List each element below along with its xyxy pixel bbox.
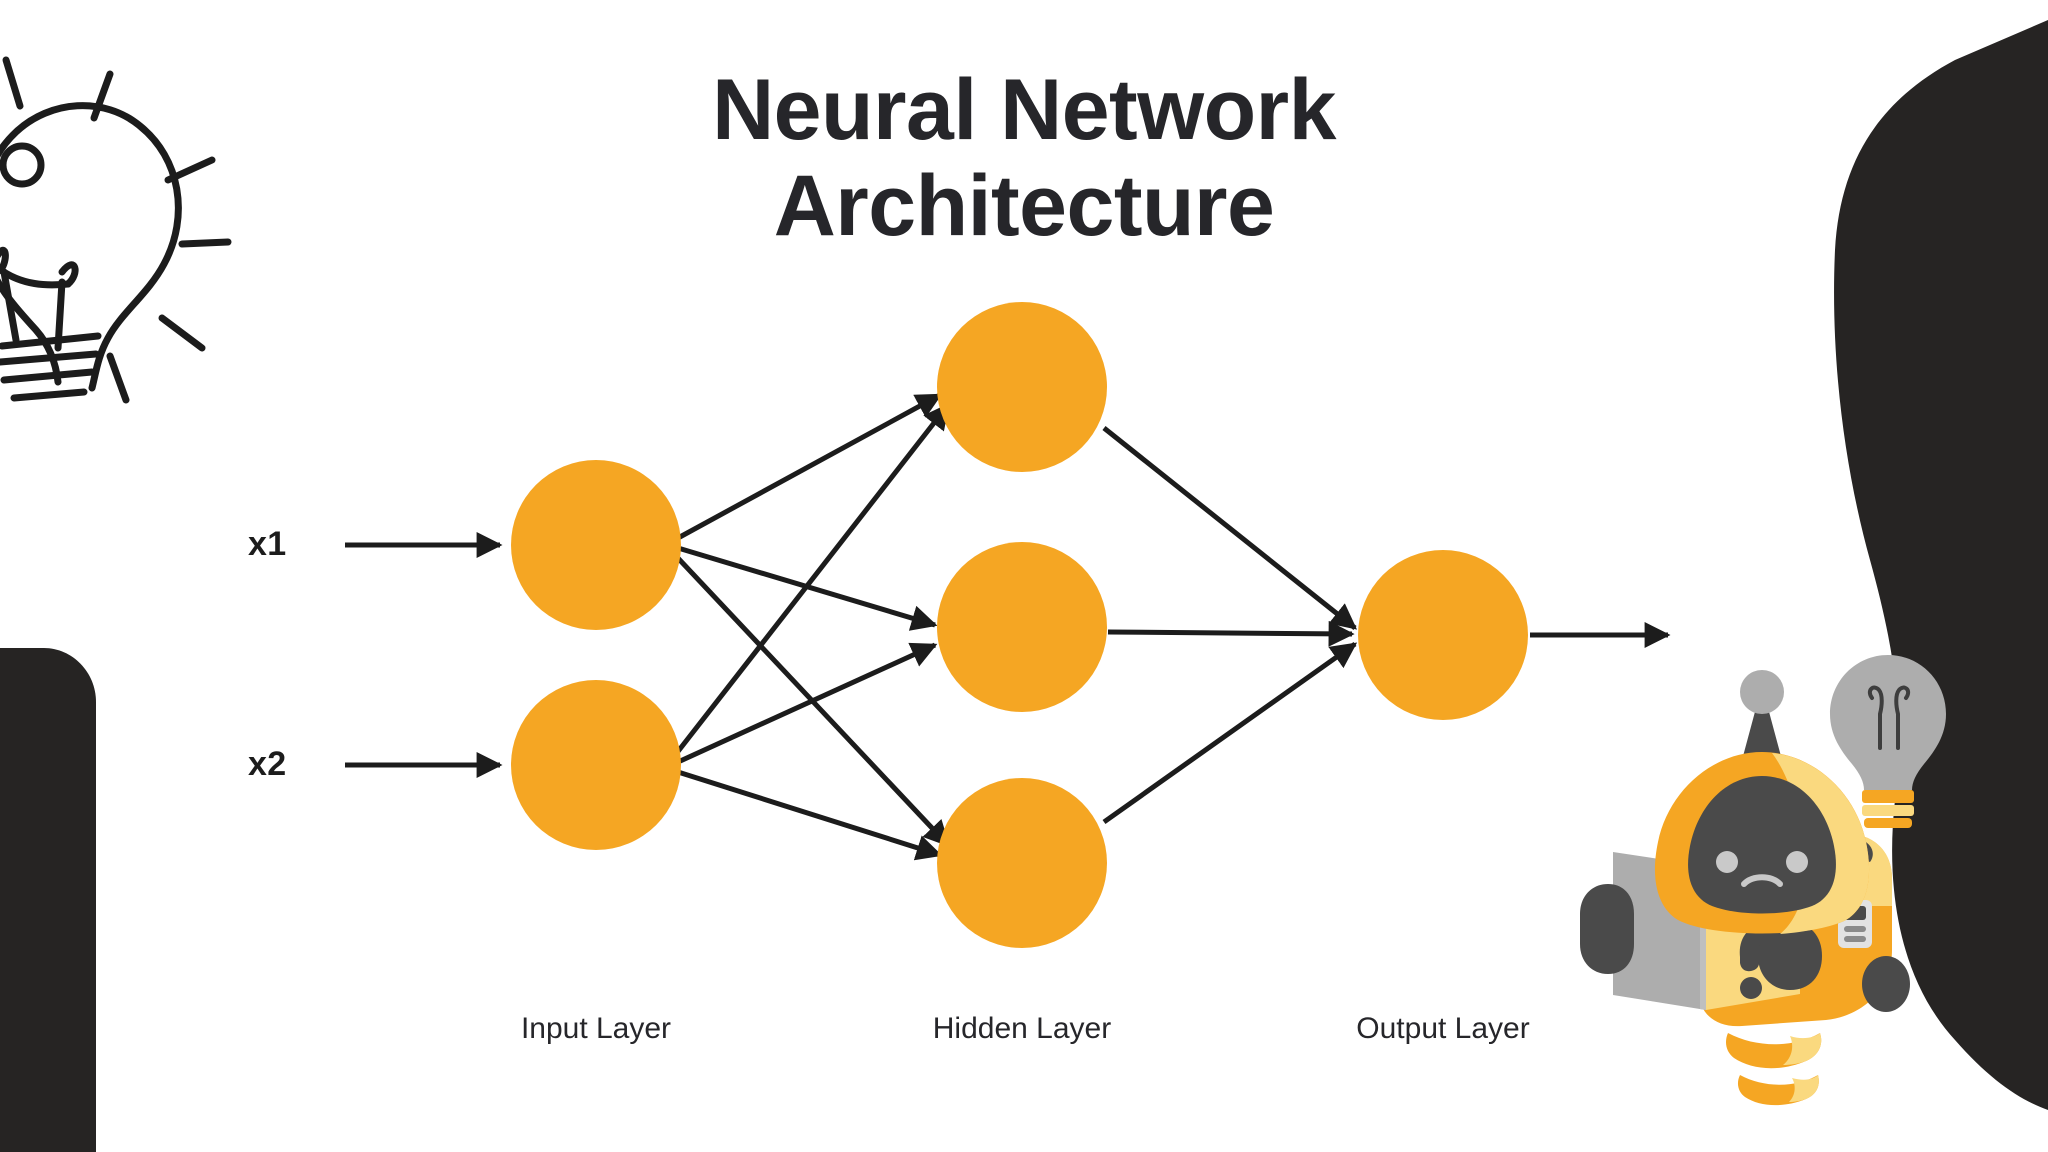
- robot-eye-left: [1716, 851, 1738, 873]
- input-label-x2: x2: [248, 745, 287, 783]
- robot-head: [1654, 670, 1870, 934]
- edge-h2-o1: [1107, 620, 1355, 647]
- robot-antenna-ball: [1740, 670, 1784, 714]
- edge-i2-h2: [676, 642, 938, 765]
- caption-output-layer: Output Layer: [1356, 1012, 1530, 1045]
- gray-lightbulb-icon: [1830, 655, 1946, 828]
- robot-mouth: [1741, 874, 1783, 887]
- node-hidden-2[interactable]: [937, 542, 1107, 712]
- edge-h3-o1: [1102, 641, 1358, 825]
- node-input-2[interactable]: [511, 680, 681, 850]
- edge-i1-h1: [676, 392, 943, 541]
- node-input-1[interactable]: [511, 460, 681, 630]
- robot-thruster-glow: [1726, 1033, 1822, 1106]
- robot-antenna: [1742, 708, 1782, 760]
- caption-hidden-layer: Hidden Layer: [932, 1012, 1112, 1045]
- dark-blob-right-shape: [1834, 20, 2048, 1110]
- node-output-1[interactable]: [1358, 550, 1528, 720]
- lightbulb-base: [1862, 790, 1914, 803]
- dark-blob-left-shape: [0, 648, 96, 1152]
- title-line-2: Architecture: [773, 158, 1275, 255]
- node-hidden-1[interactable]: [937, 302, 1107, 472]
- input-label-x1: x1: [248, 525, 287, 563]
- node-hidden-3[interactable]: [937, 778, 1107, 948]
- output-layer-nodes: [1358, 550, 1528, 720]
- robot-eye-right: [1786, 851, 1808, 873]
- robot-face: [1688, 776, 1836, 914]
- caption-input-layer: Input Layer: [520, 1012, 672, 1045]
- input-layer-nodes: [511, 460, 681, 850]
- edge-i2-h1: [674, 402, 950, 756]
- edge-i2-h3: [677, 769, 943, 861]
- hidden-layer-nodes: [937, 302, 1107, 948]
- page-title: Neural Network Architecture: [324, 62, 1724, 255]
- edge-h1-o1: [1102, 426, 1358, 630]
- title-line-1: Neural Network: [712, 62, 1336, 158]
- lightbulb-doodle-icon: [0, 56, 232, 404]
